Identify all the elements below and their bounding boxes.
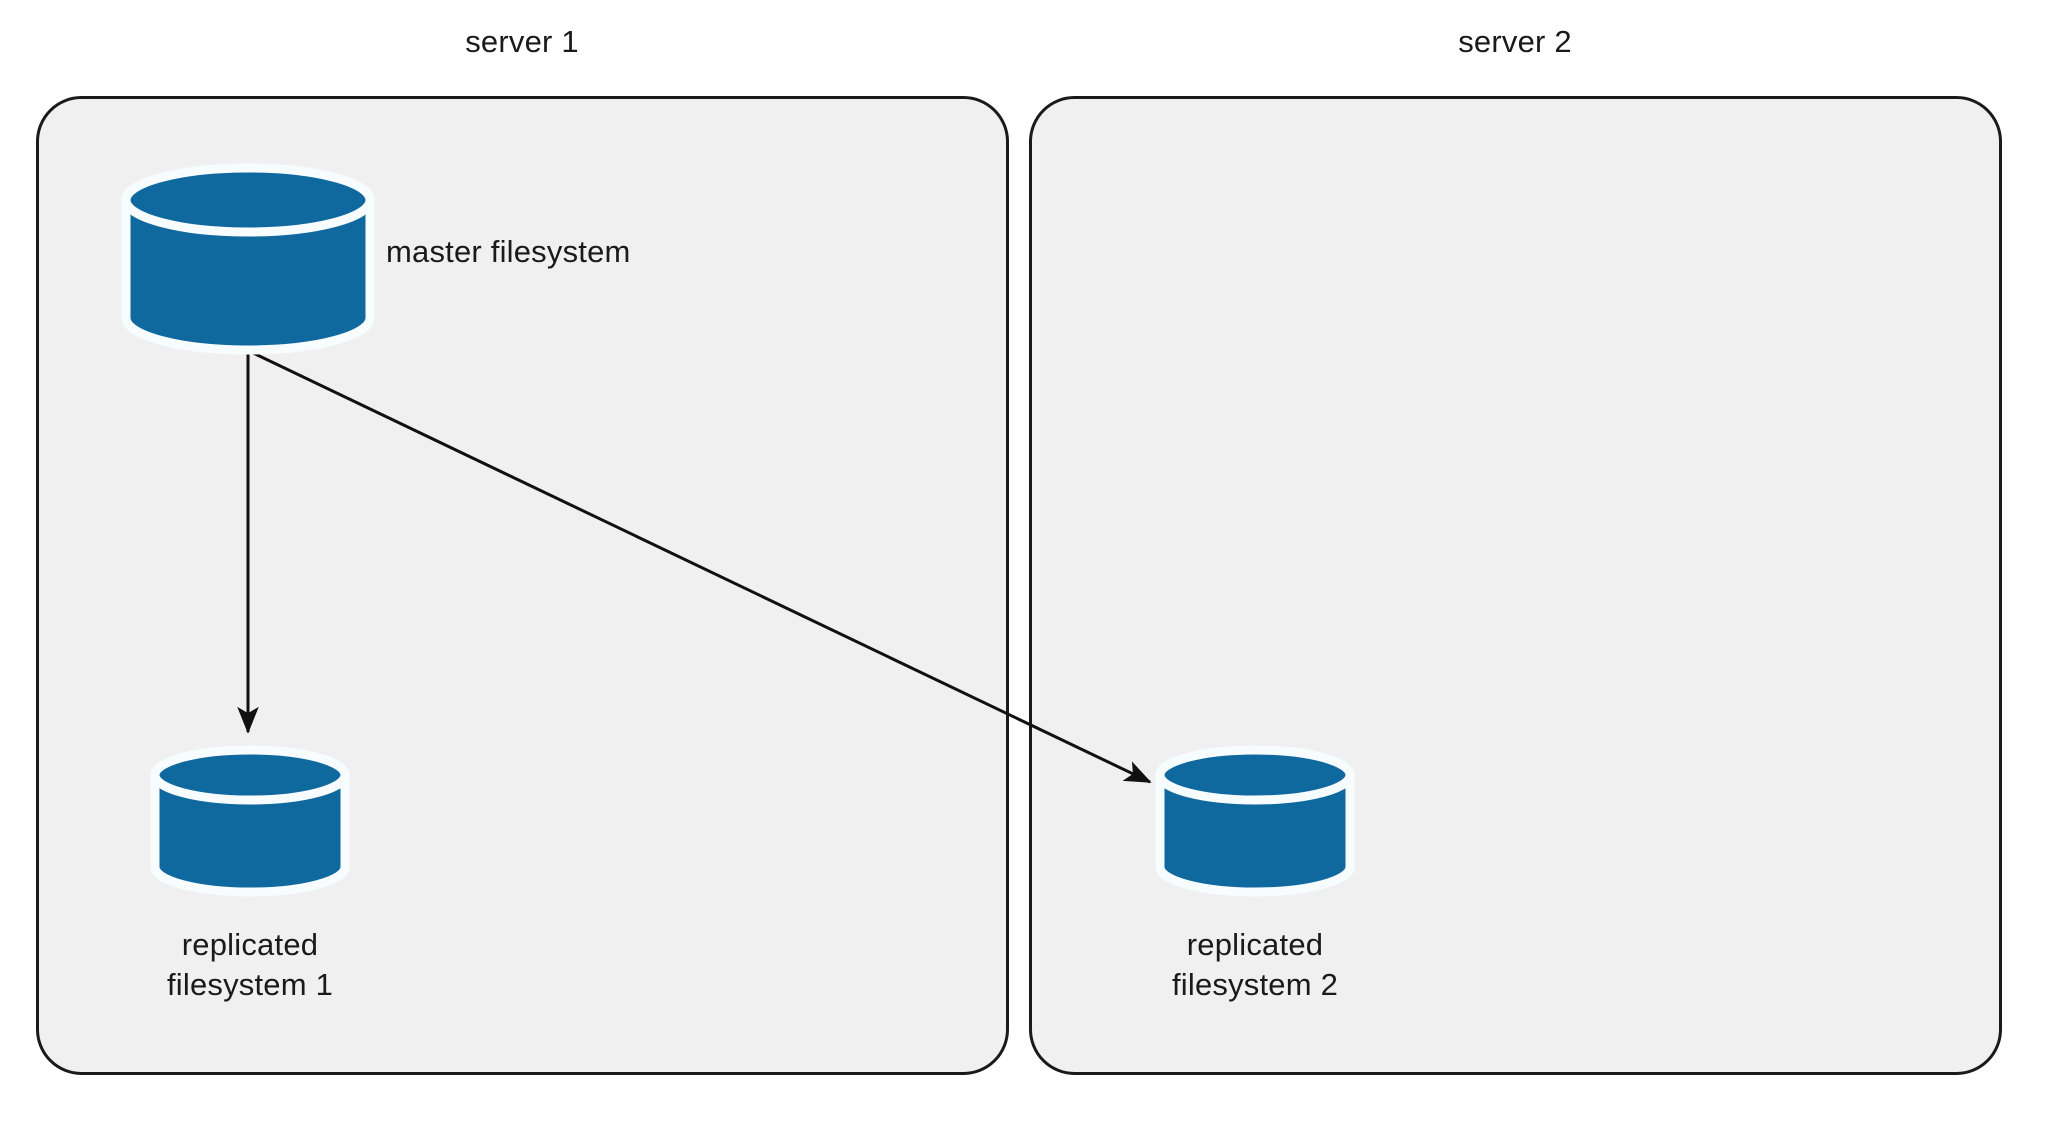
cylinder-body	[121, 195, 375, 355]
cylinder-top	[121, 163, 375, 237]
connector-master-to-replica-2[interactable]	[250, 350, 1152, 784]
cylinder-top	[1155, 745, 1355, 805]
cylinder-body	[150, 770, 350, 897]
node-label-master-filesystem: master filesystem	[386, 234, 631, 269]
cylinder-replicated-filesystem-1[interactable]	[150, 745, 350, 897]
node-label-replicated-filesystem-1: replicated filesystem 1	[166, 927, 334, 1002]
cylinder-replicated-filesystem-2[interactable]	[1155, 745, 1355, 897]
cylinder-body	[1155, 770, 1355, 897]
node-label-replicated-filesystem-2: replicated filesystem 2	[1171, 927, 1339, 1002]
cylinder-master-filesystem[interactable]	[121, 163, 375, 355]
cylinder-top	[150, 745, 350, 805]
container-title-server-1: server 1	[465, 24, 579, 59]
container-title-server-2: server 2	[1458, 24, 1572, 59]
